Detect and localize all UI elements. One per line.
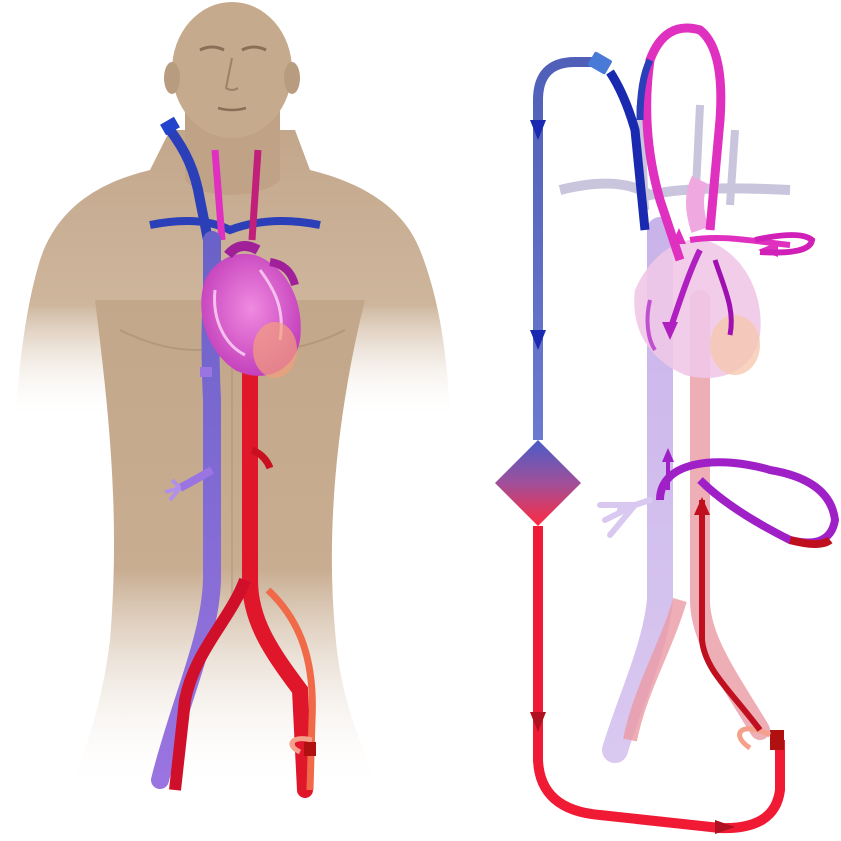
flow-arrow-icon [530, 120, 546, 140]
pale-subclavians [560, 184, 790, 195]
oxygenator-diamond-icon [495, 440, 581, 526]
drainage-cannula [587, 51, 612, 75]
violet-loop [660, 462, 835, 542]
flow-arrow-icon [530, 330, 546, 350]
pale-hand-branches [600, 500, 650, 535]
head [172, 2, 292, 138]
drainage-line [538, 62, 600, 440]
lower-torso [70, 300, 380, 790]
body-panel [15, 2, 450, 790]
left-ear [164, 62, 180, 94]
right-ear [284, 62, 300, 94]
flow-arrow-icon [530, 712, 546, 732]
schematic-panel [495, 28, 835, 834]
femoral-cannula [304, 742, 316, 756]
violet-loop-red [790, 540, 830, 544]
femoral-cannula-right [770, 730, 784, 750]
